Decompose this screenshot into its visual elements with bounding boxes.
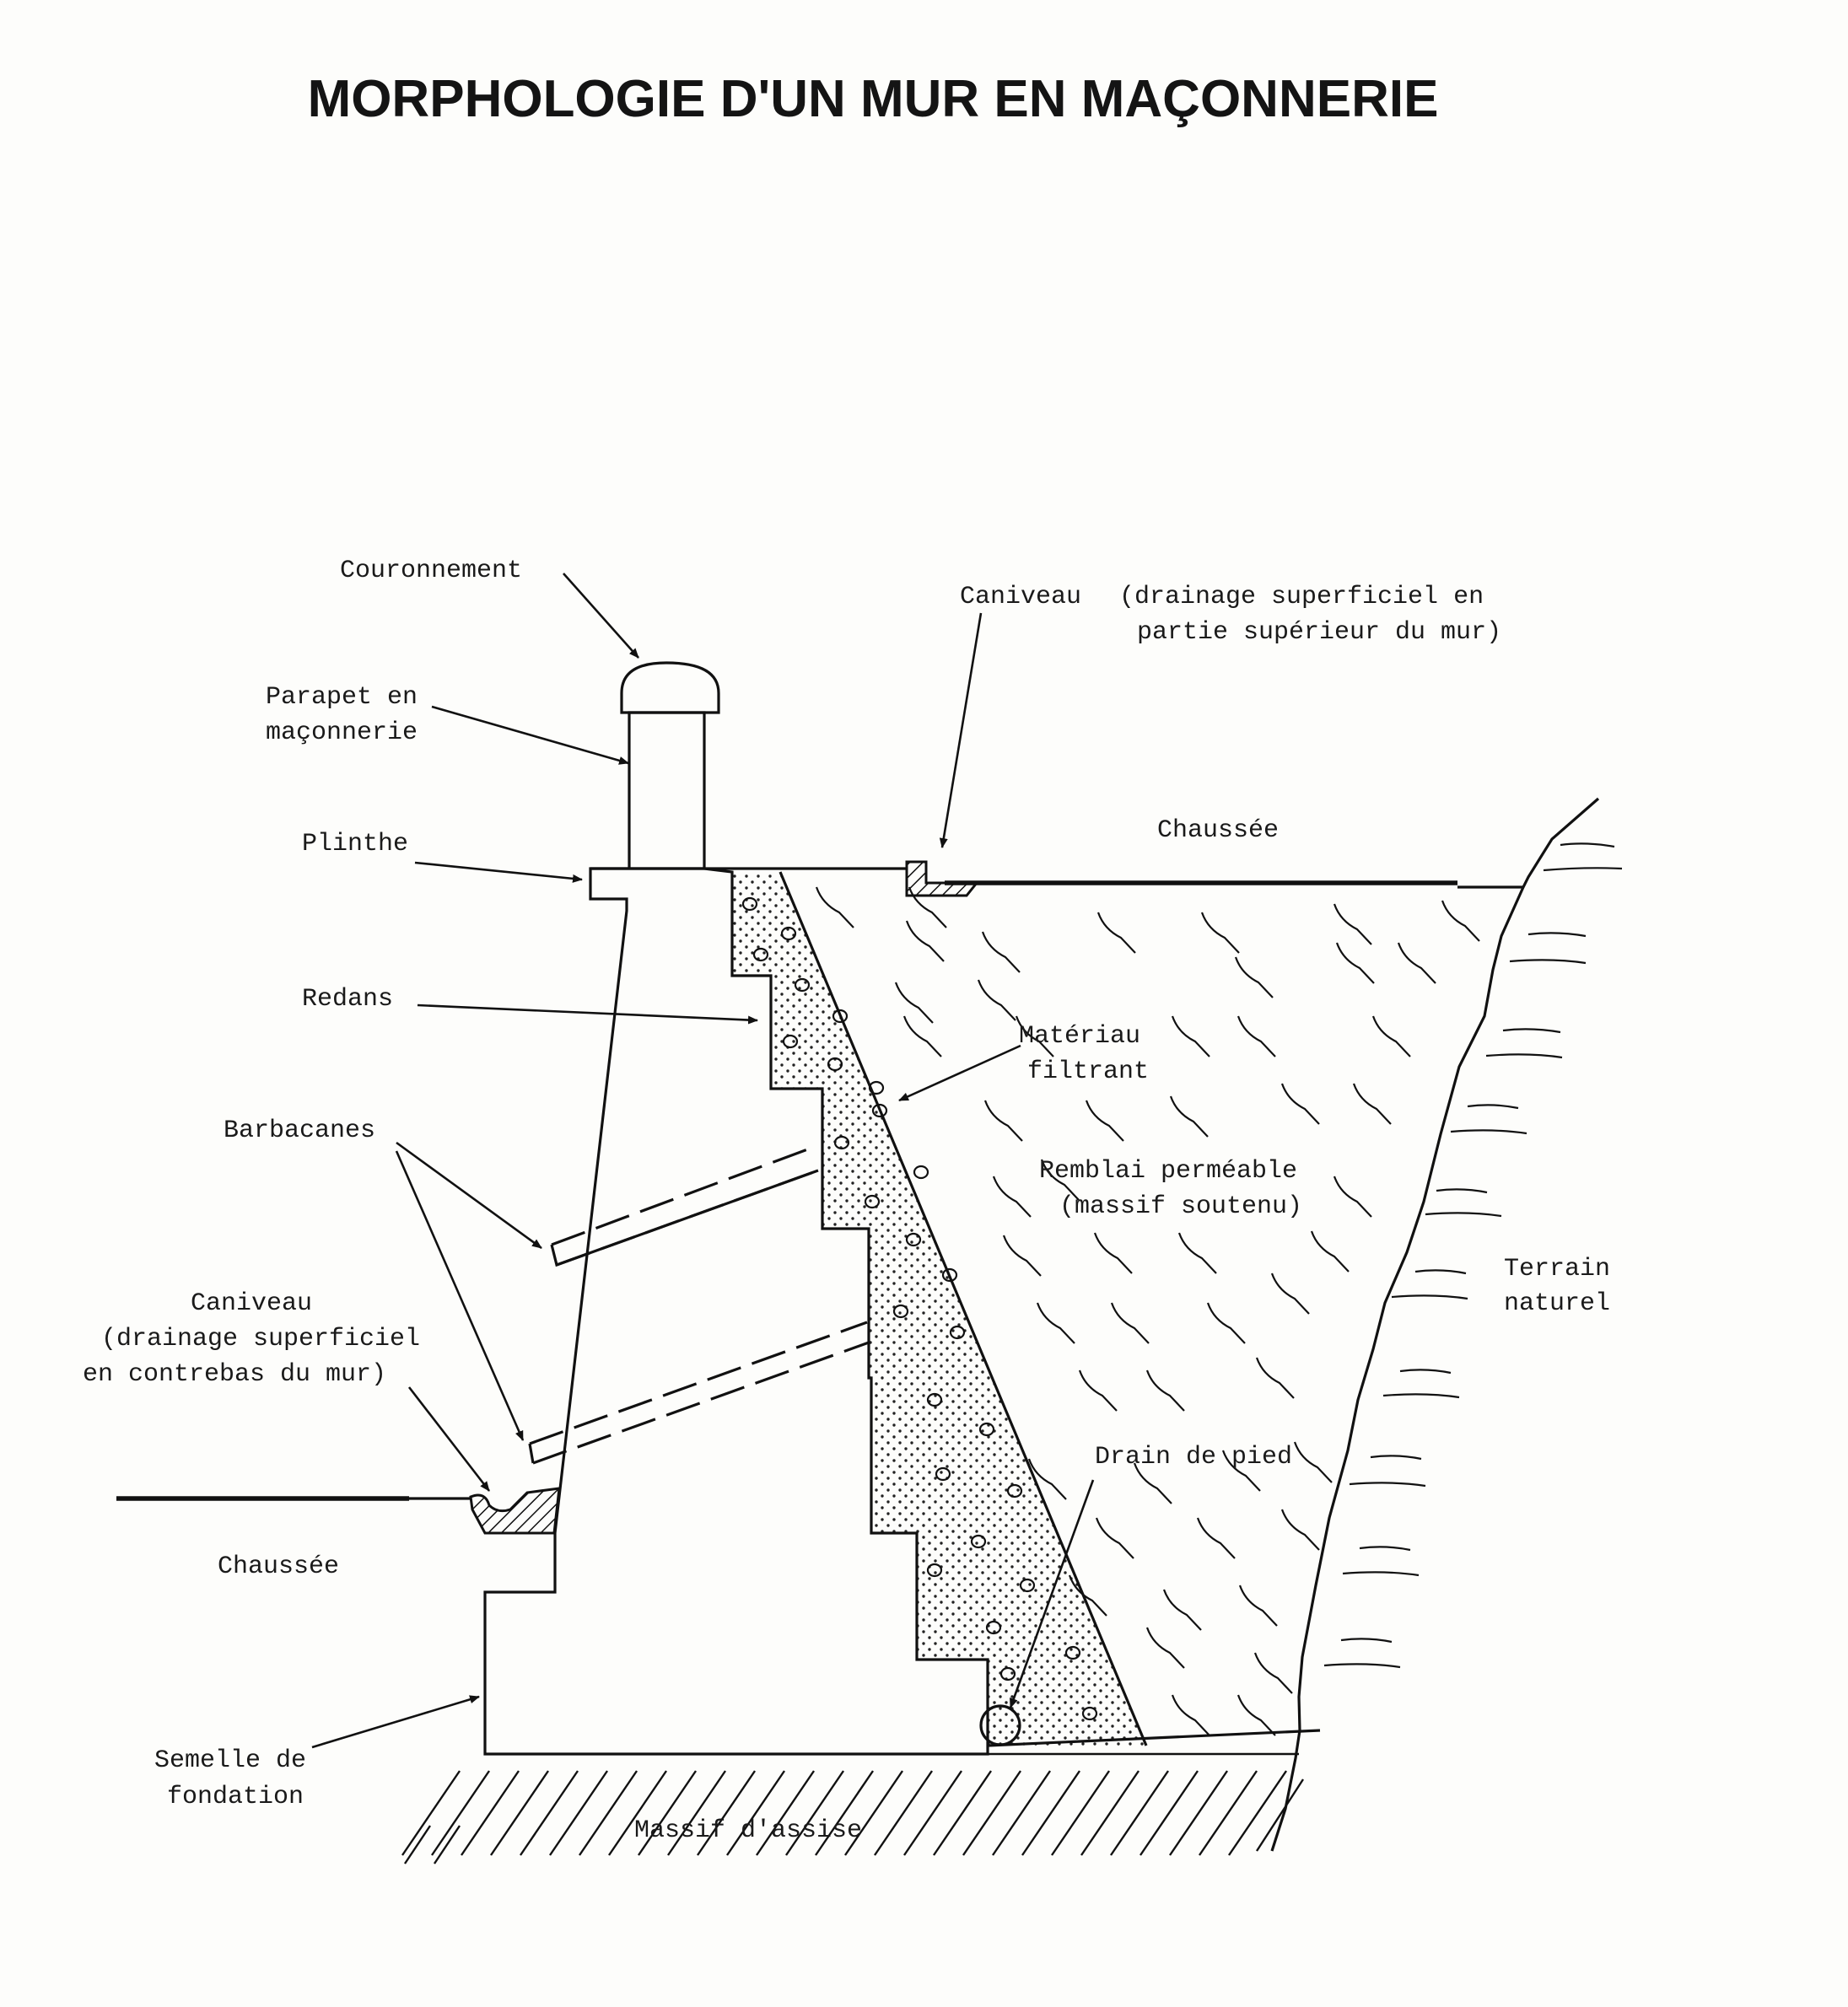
label-materiau-line1: Matériau <box>1019 1022 1140 1051</box>
upper-gutter <box>905 860 980 897</box>
weep-hole-upper <box>550 1147 819 1267</box>
lower-gutter <box>469 1487 561 1535</box>
label-drain: Drain de pied <box>1095 1443 1292 1472</box>
label-parapet-line2: maçonnerie <box>266 718 418 747</box>
foot-drain <box>979 1704 1021 1746</box>
coping <box>620 661 720 714</box>
label-massif-assise: Massif d'assise <box>634 1816 862 1845</box>
parapet <box>628 711 706 869</box>
page-title: MORPHOLOGIE D'UN MUR EN MAÇONNERIE <box>307 70 1439 128</box>
label-caniveau-haut: Caniveau <box>960 583 1081 611</box>
label-terrain-line1: Terrain <box>1504 1255 1610 1283</box>
label-couronnement: Couronnement <box>340 557 522 585</box>
label-caniveau-bas-line1: Caniveau <box>191 1289 312 1318</box>
label-parapet-line1: Parapet en <box>266 683 418 712</box>
label-materiau-line2: filtrant <box>1027 1057 1149 1086</box>
weep-hole-lower <box>528 1321 870 1465</box>
label-caniveau-haut-desc-line2: partie supérieur du mur) <box>1137 618 1501 647</box>
label-chaussee-bas: Chaussée <box>218 1552 339 1581</box>
foundation-hatch <box>401 1752 1305 1864</box>
label-semelle-line2: fondation <box>167 1783 304 1811</box>
leader-arrows <box>311 573 1095 1749</box>
label-redans: Redans <box>302 985 393 1014</box>
wall-body <box>483 867 989 1756</box>
natural-terrain-boundary <box>1270 797 1600 1852</box>
foundation-ground <box>987 1729 1321 1747</box>
terrain-hatch <box>1323 842 1623 1669</box>
label-semelle-line1: Semelle de <box>154 1746 306 1775</box>
label-chaussee-haut: Chaussée <box>1157 816 1279 845</box>
label-remblai-line2: (massif soutenu) <box>1059 1192 1302 1221</box>
label-barbacanes: Barbacanes <box>224 1116 375 1145</box>
label-caniveau-bas-line3: en contrebas du mur) <box>83 1360 386 1389</box>
label-plinthe: Plinthe <box>302 830 408 858</box>
label-caniveau-bas-line2: (drainage superficiel <box>101 1325 420 1353</box>
filter-material <box>732 872 1146 1746</box>
label-caniveau-haut-desc-line1: (drainage superficiel en <box>1119 583 1484 611</box>
label-terrain-line2: naturel <box>1504 1289 1610 1318</box>
filter-slope <box>779 871 1148 1746</box>
label-remblai-line1: Remblai perméable <box>1039 1157 1297 1186</box>
backfill-hatch <box>815 886 1480 1736</box>
